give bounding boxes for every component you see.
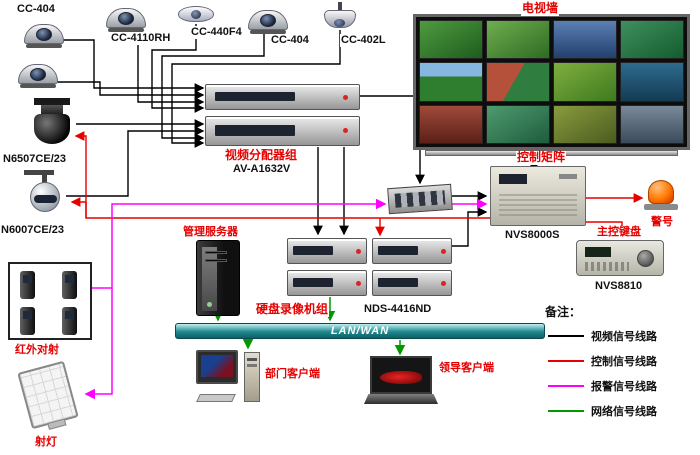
camera-label-cc404-top: CC-404 — [270, 34, 310, 47]
dvr-title: 硬盘录像机组 — [255, 302, 330, 317]
legend-label-control: 控制信号线路 — [591, 356, 657, 368]
flat-dome-camera-icon — [178, 4, 214, 22]
camera-lens-icon — [30, 68, 46, 81]
tv-wall-screen — [419, 20, 483, 60]
infrared-unit-icon — [20, 307, 35, 335]
camera-lens-icon — [36, 28, 52, 41]
av-amplifier — [387, 183, 453, 215]
tv-wall-screen — [620, 62, 684, 102]
ptz-speed-dome-icon — [22, 170, 68, 220]
camera-label-n6007: N6007CE/23 — [0, 224, 65, 237]
legend-item: 视频信号线路 — [548, 328, 657, 344]
leader-client-label: 领导客户端 — [438, 362, 495, 375]
infrared-unit-icon — [20, 271, 35, 299]
legend-label-alarm: 报警信号线路 — [591, 381, 657, 393]
tv-wall-screen — [620, 104, 684, 144]
alarm-beacon-icon — [644, 180, 678, 210]
infrared-unit-icon — [62, 307, 77, 335]
pendant-camera-icon — [322, 2, 358, 30]
dvr-unit — [287, 270, 367, 296]
legend-item: 网络信号线路 — [548, 403, 657, 419]
tv-wall-screen — [620, 20, 684, 60]
matrix-title: 控制矩阵 — [516, 150, 567, 165]
legend-line-control — [548, 360, 584, 362]
ceiling-dome-camera-icon — [30, 98, 74, 148]
keyboard-display-icon — [585, 247, 611, 257]
dept-client-desktop — [196, 350, 266, 406]
keyboard-icon — [196, 394, 236, 402]
keyboard-title: 主控键盘 — [596, 226, 642, 239]
leader-client-laptop — [364, 356, 440, 408]
pc-tower-icon — [244, 352, 260, 402]
tv-wall-screen — [486, 62, 550, 102]
dome-camera-icon — [18, 62, 58, 88]
camera-lens-icon — [34, 195, 57, 203]
lan-wan-label: LAN/WAN — [330, 325, 390, 337]
legend-line-network — [548, 410, 584, 412]
camera-label-cc440f4: CC-440F4 — [190, 26, 243, 39]
dept-client-label: 部门客户端 — [264, 368, 321, 381]
legend-item: 控制信号线路 — [548, 353, 657, 369]
distributor-model: AV-A1632V — [232, 163, 292, 176]
camera-lens-icon — [334, 19, 345, 27]
dvr-model: NDS-4416ND — [363, 303, 433, 316]
tv-wall-screen — [419, 104, 483, 144]
dome-camera-icon — [106, 6, 146, 32]
video-distributor-unit — [205, 84, 360, 110]
matrix-display-icon — [499, 174, 527, 184]
video-distributor-unit — [205, 116, 360, 146]
tv-wall — [413, 14, 690, 150]
infrared-detectors — [8, 262, 92, 340]
infrared-unit-icon — [62, 271, 77, 299]
alarm-label: 警号 — [650, 216, 674, 229]
dvr-unit — [372, 238, 452, 264]
joystick-icon — [637, 250, 654, 267]
camera-lens-icon — [118, 12, 134, 25]
legend-line-video — [548, 335, 584, 337]
tv-wall-screen — [486, 20, 550, 60]
legend-label-network: 网络信号线路 — [591, 406, 657, 418]
legend-title: 备注： — [544, 305, 583, 320]
control-keyboard — [576, 240, 664, 276]
camera-lens-icon — [260, 14, 276, 27]
management-server — [196, 240, 240, 316]
distributor-title: 视频分配器组 — [224, 148, 299, 163]
tv-wall-title: 电视墙 — [521, 1, 560, 16]
keyboard-model: NVS8810 — [594, 280, 644, 293]
dvr-unit — [287, 238, 367, 264]
camera-label-cc404-left: CC-404 — [16, 3, 56, 16]
control-matrix — [490, 166, 586, 226]
camera-label-cc4110rh: CC-4110RH — [110, 32, 172, 45]
tv-wall-screen — [553, 20, 617, 60]
server-title: 管理服务器 — [182, 226, 239, 239]
legend-item: 报警信号线路 — [548, 378, 657, 394]
dome-camera-icon — [248, 8, 288, 34]
legend-line-alarm — [548, 385, 584, 387]
tv-wall-screen — [553, 62, 617, 102]
matrix-model: NVS8000S — [504, 229, 561, 242]
tv-wall-screen — [486, 104, 550, 144]
legend-label-video: 视频信号线路 — [591, 331, 657, 343]
screen-image-icon — [380, 371, 422, 384]
camera-label-cc402l: CC-402L — [340, 34, 387, 47]
tv-wall-screen — [419, 62, 483, 102]
dome-camera-icon — [24, 22, 64, 48]
legend: 视频信号线路 控制信号线路 报警信号线路 网络信号线路 — [548, 328, 657, 419]
camera-label-n6507: N6507CE/23 — [2, 153, 67, 166]
tv-wall-screen — [553, 104, 617, 144]
spotlight-label: 射灯 — [34, 436, 58, 449]
infrared-label: 红外对射 — [14, 344, 60, 357]
dvr-unit — [372, 270, 452, 296]
camera-lens-icon — [191, 10, 201, 19]
lan-wan-bar: LAN/WAN — [175, 323, 545, 339]
